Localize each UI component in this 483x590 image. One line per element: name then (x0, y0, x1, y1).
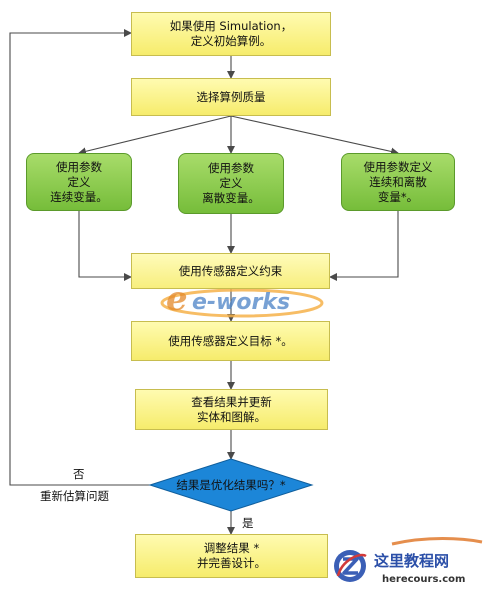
branch-mixed-line1: 使用参数定义 (363, 159, 433, 174)
branch-continuous-line1: 使用参数 (56, 159, 102, 174)
step-initial-study-line2: 定义初始算例。 (190, 34, 272, 48)
arrow-n2-g3 (230, 115, 399, 156)
edge-label-no: 否 (73, 467, 85, 481)
step-adjust-results: 调整结果 * 并完善设计。 (135, 534, 328, 578)
branch-continuous-line3: 连续变量。 (50, 189, 108, 204)
arrow-loop-back (9, 29, 150, 486)
decision-label: 结果是优化结果吗？* (176, 478, 286, 492)
arrow-n2-g1 (78, 115, 232, 156)
step-define-constraints-label: 使用传感器定义约束 (178, 263, 283, 278)
branch-mixed-line2: 连续和离散 (369, 174, 427, 189)
branch-continuous-line2: 定义 (67, 174, 91, 189)
eworks-text: e-works (192, 290, 290, 315)
step-define-goals-label: 使用传感器定义目标 *。 (168, 333, 293, 348)
site-name-text: 这里教程网 (374, 552, 449, 570)
branch-mixed-variables: 使用参数定义 连续和离散 变量*。 (341, 153, 455, 211)
step-initial-study-line1: 如果使用 Simulation， (169, 19, 293, 33)
branch-mixed-line3: 变量*。 (377, 189, 419, 204)
step-review-results-line2: 实体和图解。 (197, 409, 266, 424)
edge-label-yes: 是 (242, 516, 254, 530)
site-logo: 这里教程网 herecours.com (334, 537, 483, 585)
branch-discrete-line3: 离散变量。 (202, 191, 260, 205)
arrow-g3-n3 (329, 211, 399, 281)
step-adjust-results-line1: 调整结果 * (203, 541, 260, 555)
arrow-g1-n3 (78, 211, 132, 281)
svg-text:e: e (166, 279, 188, 319)
step-initial-study: 如果使用 Simulation， 定义初始算例。 (131, 12, 331, 56)
edge-label-re-estimate: 重新估算问题 (40, 489, 109, 503)
branch-discrete-variables: 使用参数 定义 离散变量。 (178, 153, 284, 214)
eworks-watermark: e e-works (160, 279, 324, 319)
step-define-constraints: 使用传感器定义约束 (131, 253, 330, 289)
site-logo-icon (334, 550, 367, 582)
step-select-quality: 选择算例质量 (131, 78, 331, 116)
branch-continuous-variables: 使用参数 定义 连续变量。 (26, 153, 132, 211)
step-adjust-results-line2: 并完善设计。 (197, 556, 266, 570)
step-review-results-line1: 查看结果并更新 (191, 394, 272, 409)
step-define-goals: 使用传感器定义目标 *。 (131, 321, 330, 361)
branch-discrete-line1: 使用参数 (208, 161, 254, 175)
site-url-text: herecours.com (382, 574, 465, 585)
step-review-results: 查看结果并更新 实体和图解。 (135, 389, 328, 430)
step-select-quality-label: 选择算例质量 (196, 89, 266, 104)
decision-diamond (148, 458, 314, 512)
branch-discrete-line2: 定义 (219, 176, 243, 190)
